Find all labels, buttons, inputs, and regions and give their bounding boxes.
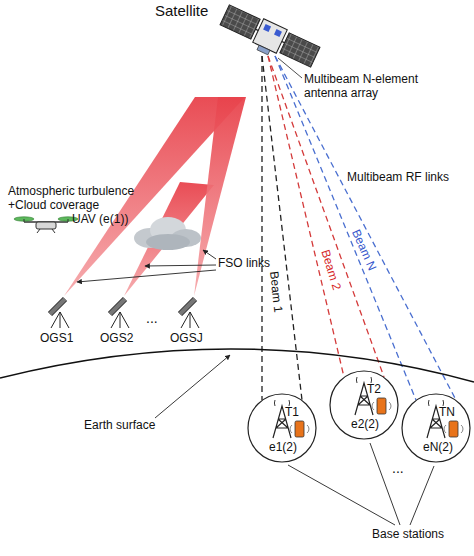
user-label: eN(2)	[423, 441, 453, 454]
rf-links-label: Multibeam RF links	[345, 170, 451, 184]
ellipsis: ...	[146, 310, 158, 327]
telescope	[110, 299, 129, 328]
base-stations-label: Base stations	[372, 527, 444, 541]
cell-circle	[248, 394, 316, 462]
telescope	[180, 299, 199, 328]
cloud	[134, 217, 201, 250]
satellite	[217, 3, 321, 73]
antenna-label: Multibeam N-element antenna array	[304, 72, 454, 101]
user-label: e1(2)	[269, 441, 297, 454]
uav-label: UAV (e(1))	[72, 212, 128, 226]
cell-circle	[330, 371, 398, 439]
beam-label: Beam N	[348, 225, 380, 274]
user-label: e2(2)	[351, 418, 379, 431]
leader-line	[288, 443, 434, 525]
leader-arrow	[155, 355, 230, 418]
fso-label: FSO links	[218, 256, 270, 270]
ellipsis: ...	[392, 460, 404, 477]
leader-arrow	[77, 250, 216, 282]
tower-label: T1	[285, 406, 299, 419]
uav-drone	[14, 217, 78, 233]
base-station-cell: T2 e2(2)	[329, 370, 399, 440]
station-label: OGSJ	[170, 331, 203, 345]
base-station-cell: TN eN(2)	[401, 393, 471, 463]
channel-note: Atmospheric turbulence +Cloud coverage	[8, 184, 168, 213]
base-station-cell: T1 e1(2)	[247, 393, 317, 463]
beam-label: Beam 1	[266, 269, 285, 316]
fso-beam	[124, 182, 214, 296]
earth-label: Earth surface	[84, 418, 155, 432]
telescope	[50, 299, 69, 328]
satellite-title: Satellite	[155, 2, 208, 20]
rf-beam	[262, 56, 456, 400]
earth-surface	[0, 349, 474, 382]
station-label: OGS2	[100, 331, 133, 345]
station-label: OGS1	[40, 331, 73, 345]
tower-label: TN	[439, 406, 455, 419]
beam-label: Beam 2	[317, 246, 344, 294]
tower-label: T2	[367, 383, 381, 396]
cell-circle	[402, 394, 470, 462]
